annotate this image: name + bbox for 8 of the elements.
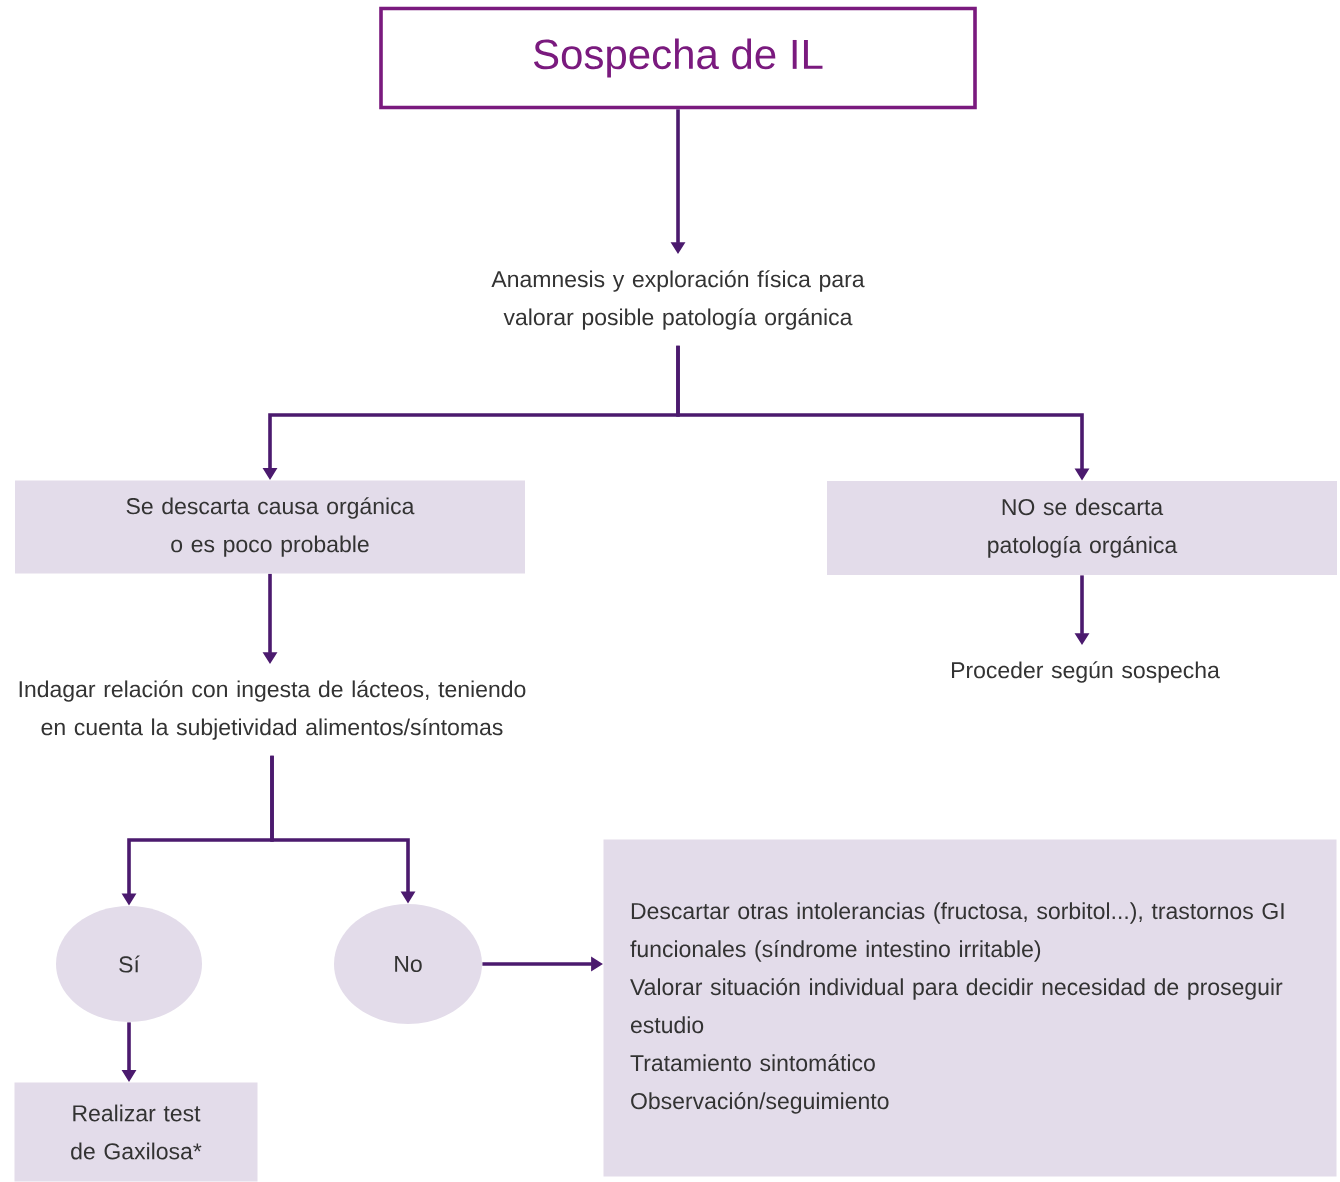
step-text: Indagar relación con ingesta de lácteos, teniendo en cuenta la subjetividad alimentos/síntomas (19, 680, 526, 740)
process-box: NO se descarta patología orgánica (827, 481, 1337, 575)
step-text: Proceder según sospecha (952, 661, 1220, 683)
process-box: Descartar otras intolerancias (fructosa, sorbitol...), trastornos GI funcionales (síndrome intestino irritable) Valorar situación individual para decidir necesidad de proseguir estudio Tratamiento sintomático Observación/seguimiento (603, 839, 1337, 1177)
step-text: Anamnesis y exploración física para valorar posible patología orgánica (491, 270, 865, 330)
process-box: Se descarta causa orgánica o es poco probable (15, 480, 525, 574)
process-box: Realizar test de Gaxilosa* (14, 1082, 258, 1182)
title-box: Sospecha de IL (379, 6, 977, 110)
